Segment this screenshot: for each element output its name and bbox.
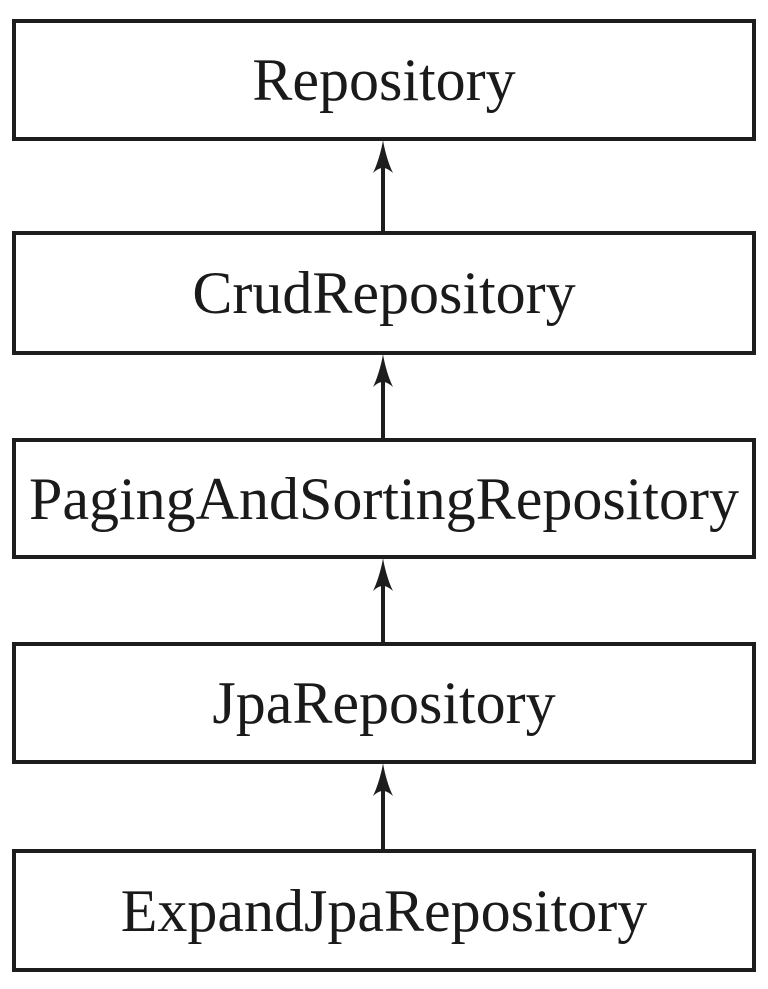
class-name-label: CrudRepository: [192, 260, 576, 326]
extends-arrow-crudrepository-to-repository: [373, 140, 393, 232]
extends-arrow-pagingandsorting-to-crud: [373, 354, 393, 439]
class-name-label: JpaRepository: [212, 670, 556, 736]
class-box-expandjparepository: ExpandJpaRepository: [12, 849, 756, 972]
class-name-label: ExpandJpaRepository: [120, 877, 648, 944]
class-name-label: PagingAndSortingRepository: [28, 465, 739, 532]
class-box-repository: Repository: [12, 19, 756, 141]
class-box-jparepository: JpaRepository: [12, 642, 756, 764]
class-box-pagingandsortingrepository: PagingAndSortingRepository: [12, 438, 756, 559]
class-box-crudrepository: CrudRepository: [12, 231, 756, 355]
extends-arrow-jpa-to-pagingandsorting: [373, 558, 393, 643]
extends-arrow-expandjpa-to-jpa: [373, 763, 393, 850]
class-name-label: Repository: [252, 47, 516, 113]
